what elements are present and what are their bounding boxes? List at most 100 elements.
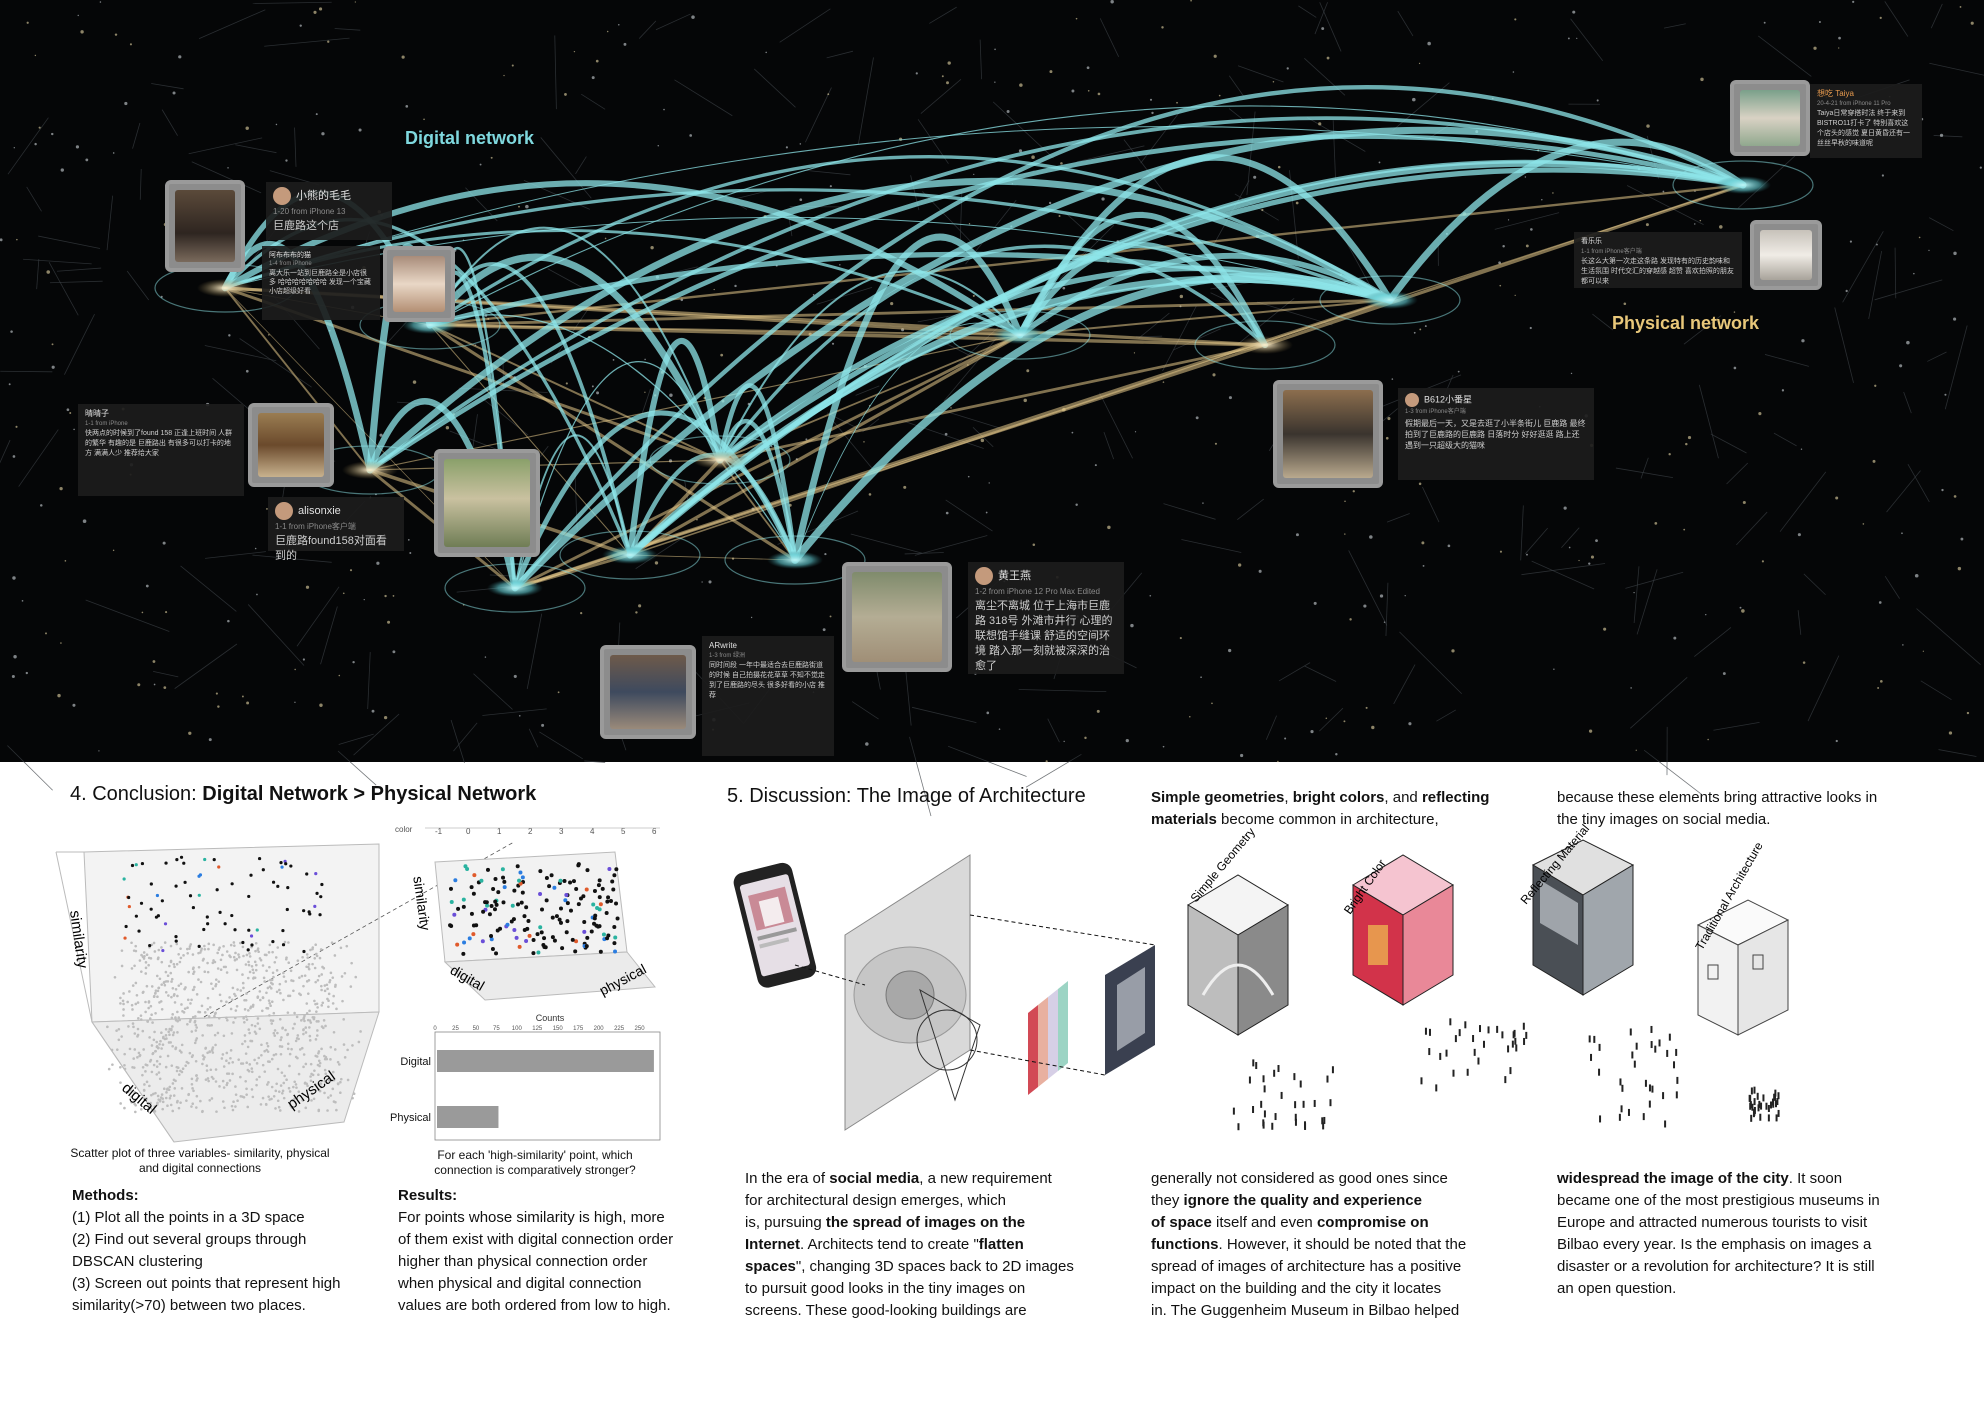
street — [151, 83, 184, 90]
text-line: widespread the image of the city. It soo… — [1557, 1170, 1843, 1187]
city-light — [980, 438, 985, 443]
scatter-point — [309, 1075, 312, 1078]
street — [528, 728, 539, 748]
city-light — [338, 674, 341, 677]
scatter-point — [287, 941, 290, 944]
city-light — [327, 40, 330, 43]
zoom-point — [484, 900, 489, 905]
person-figure — [1260, 1100, 1263, 1108]
city-light — [1876, 243, 1878, 246]
social-post[interactable]: 看乐乐 1-1 from iPhone客户端 长这么大第一次走这条路 发现特有的… — [1574, 232, 1742, 288]
post-photo[interactable] — [165, 180, 245, 272]
person-figure — [1439, 1052, 1442, 1060]
city-light — [564, 93, 567, 96]
scatter-point — [127, 895, 131, 900]
social-post[interactable]: 想吃 Taiya 20-4-21 from iPhone 11 Pro Taiy… — [1810, 84, 1922, 158]
text-line: spaces", changing 3D spaces back to 2D i… — [745, 1258, 1074, 1275]
city-light — [1240, 753, 1244, 758]
person-figure — [1775, 1100, 1778, 1108]
city-light — [1852, 0, 1855, 3]
social-post[interactable]: 阿布布布的猫 1-4 from iPhone 离大乐一站到巨鹿路全是小店很多 哈… — [262, 246, 380, 320]
social-post[interactable]: B612小番星 1-3 from iPhone客户端 假期最后一天，又是去逛了小… — [1398, 388, 1594, 480]
social-post[interactable]: 小熊的毛毛 1-20 from iPhone 13 巨鹿路这个店 — [266, 182, 392, 240]
scatter-point — [189, 943, 193, 946]
social-post[interactable]: ARwrite 1-3 from 绿洲 同时间段 一年中最适合去巨鹿路街道的时候… — [702, 636, 834, 756]
street — [188, 137, 263, 155]
scatter-point — [164, 1034, 168, 1037]
scatter-point — [190, 1105, 193, 1108]
zoom-point — [524, 905, 529, 910]
post-photo[interactable] — [600, 645, 696, 739]
zoom-point — [574, 886, 579, 891]
scatter-point — [159, 1055, 162, 1059]
city-light — [1880, 680, 1883, 683]
scatter-point — [150, 1044, 154, 1047]
social-post[interactable]: 黄王燕 1-2 from iPhone 12 Pro Max Edited 离尘… — [968, 562, 1124, 674]
street — [1903, 391, 1912, 414]
city-light — [827, 93, 830, 96]
post-text: 离尘不离城 位于上海市巨鹿路 318号 外滩市井行 心理的联想馆手缝课 舒适的空… — [975, 600, 1113, 672]
post-photo[interactable] — [1750, 220, 1822, 290]
street — [247, 604, 305, 666]
scatter-point — [266, 1083, 269, 1086]
text-line: screens. These good-looking buildings ar… — [745, 1302, 1027, 1319]
scatter-point — [237, 1058, 241, 1061]
scatter-point — [139, 901, 144, 905]
post-photo[interactable] — [842, 562, 952, 672]
post-photo[interactable] — [434, 449, 540, 557]
post-photo[interactable] — [383, 246, 455, 322]
scatter-point — [160, 983, 163, 986]
zoom-point — [461, 904, 466, 909]
city-light — [1422, 564, 1425, 567]
hub-ring — [1319, 275, 1461, 325]
scatter-point — [219, 968, 223, 972]
reflecting-material-diagram: Reflecting Material — [1518, 822, 1635, 996]
scatter-point — [297, 1090, 301, 1093]
scatter-point — [232, 941, 236, 944]
scatter-point — [171, 1013, 174, 1016]
scatter-point — [248, 1031, 251, 1035]
social-post[interactable]: 晴晴子 1-1 from iPhone 快两点的时候到了found 158 正逢… — [78, 404, 244, 496]
scatter-point — [107, 1067, 111, 1071]
scatter-point — [231, 986, 235, 990]
eye-pupil — [885, 970, 935, 1020]
city-light — [1365, 706, 1368, 709]
city-light — [51, 343, 54, 346]
scatter-point — [144, 1070, 147, 1073]
street — [453, 722, 478, 752]
scatter-point — [313, 999, 316, 1003]
scatter-point — [192, 972, 195, 976]
city-light — [1953, 495, 1957, 498]
city-light — [1391, 378, 1394, 380]
city-light — [145, 584, 149, 588]
scatter-point — [133, 1032, 137, 1035]
scatter-point — [119, 1081, 122, 1084]
color-tick: 0 — [466, 827, 471, 836]
city-light — [1162, 745, 1165, 748]
city-light — [1097, 92, 1101, 96]
person-figure — [1777, 1109, 1780, 1117]
social-post[interactable]: alisonxie 1-1 from iPhone客户端 巨鹿路found158… — [268, 497, 404, 562]
post-photo[interactable] — [248, 403, 334, 487]
scatter-point — [140, 970, 143, 973]
scatter-point — [167, 994, 170, 997]
scatter-point — [315, 1020, 319, 1023]
scatter-point — [219, 999, 223, 1003]
city-light — [831, 342, 835, 345]
scatter-point — [309, 1062, 313, 1066]
city-light — [1801, 339, 1805, 343]
scatter-point — [134, 944, 138, 948]
street — [635, 535, 686, 570]
post-photo[interactable] — [1273, 380, 1383, 488]
scatter-point — [335, 1007, 338, 1011]
city-light — [644, 358, 646, 361]
scatter-point — [130, 1095, 133, 1099]
scatter-point — [278, 1017, 282, 1021]
scatter-point — [156, 989, 160, 993]
post-photo[interactable] — [1730, 80, 1810, 156]
scatter-point — [179, 1101, 182, 1104]
zoom-point — [591, 902, 596, 907]
scatter-point — [301, 1099, 304, 1102]
scatter-point — [283, 1074, 286, 1078]
